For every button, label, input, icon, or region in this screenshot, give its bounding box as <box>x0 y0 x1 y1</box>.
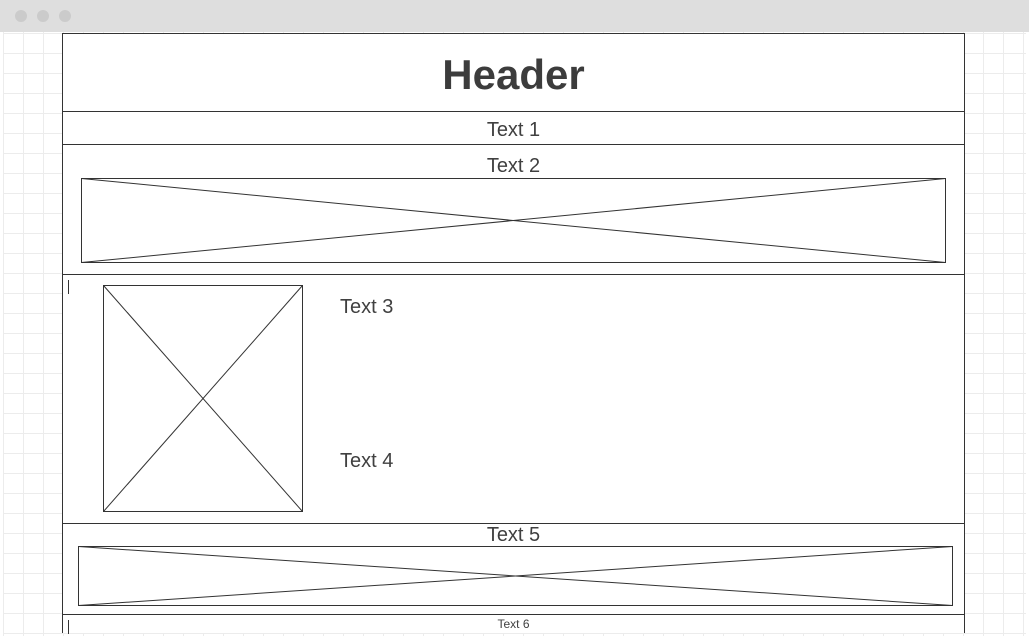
divider <box>63 274 964 275</box>
banner-image-placeholder <box>81 178 947 264</box>
header-title: Header <box>442 51 585 98</box>
divider <box>63 523 964 524</box>
close-dot-icon[interactable] <box>15 10 27 22</box>
footer-image-placeholder <box>78 546 954 607</box>
text-cursor-marker <box>68 620 69 634</box>
text-5: Text 5 <box>486 524 541 546</box>
maximize-dot-icon[interactable] <box>59 10 71 22</box>
text-cursor-marker <box>68 280 69 294</box>
wireframe-page: Header Text 1 Text 2 Text 3 Text 4 <box>62 33 965 634</box>
text-2: Text 2 <box>486 155 541 177</box>
divider <box>63 111 964 112</box>
text-4: Text 4 <box>340 450 394 472</box>
square-image-placeholder <box>103 285 304 513</box>
window-titlebar <box>0 0 1029 32</box>
text-6: Text 6 <box>497 617 530 631</box>
minimize-dot-icon[interactable] <box>37 10 49 22</box>
text-1: Text 1 <box>486 119 541 141</box>
divider <box>63 614 964 615</box>
text-3: Text 3 <box>340 296 394 318</box>
divider <box>63 144 964 145</box>
